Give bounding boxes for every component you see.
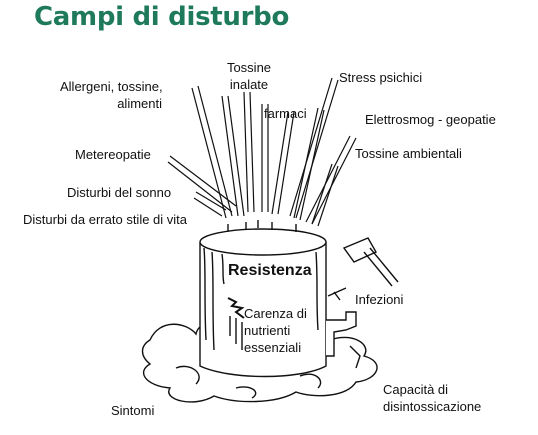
barrel	[199, 242, 327, 378]
label-tossine-inalate: Tossine inalate	[226, 60, 272, 92]
tap	[326, 311, 357, 357]
label-elettrosmog: Elettrosmog - geopatie	[365, 112, 496, 127]
page-title: Campi di disturbo	[34, 2, 290, 32]
hammer	[342, 237, 377, 263]
label-capacita: Capacità di disintossicazione	[383, 382, 482, 414]
crack	[227, 297, 245, 319]
pipes	[167, 77, 357, 227]
label-sintomi: Sintomi	[111, 403, 155, 418]
label-tossine-ambientali: Tossine ambientali	[355, 146, 462, 161]
label-stile-vita: Disturbi da errato stile di vita	[23, 212, 188, 227]
barrel-top	[199, 228, 327, 256]
label-carenza: Carenza di nutrienti essenziali	[244, 306, 307, 355]
label-farmaci: farmaci	[264, 106, 307, 121]
label-stress-psichici: Stress psichici	[339, 70, 423, 85]
label-allergeni: Allergeni, tossine, alimenti	[60, 79, 163, 111]
label-metereopatie: Metereopatie	[75, 147, 151, 162]
label-disturbi-sonno: Disturbi del sonno	[67, 185, 172, 200]
label-infezioni: Infezioni	[355, 292, 404, 307]
label-resistenza: Resistenza	[228, 262, 312, 279]
